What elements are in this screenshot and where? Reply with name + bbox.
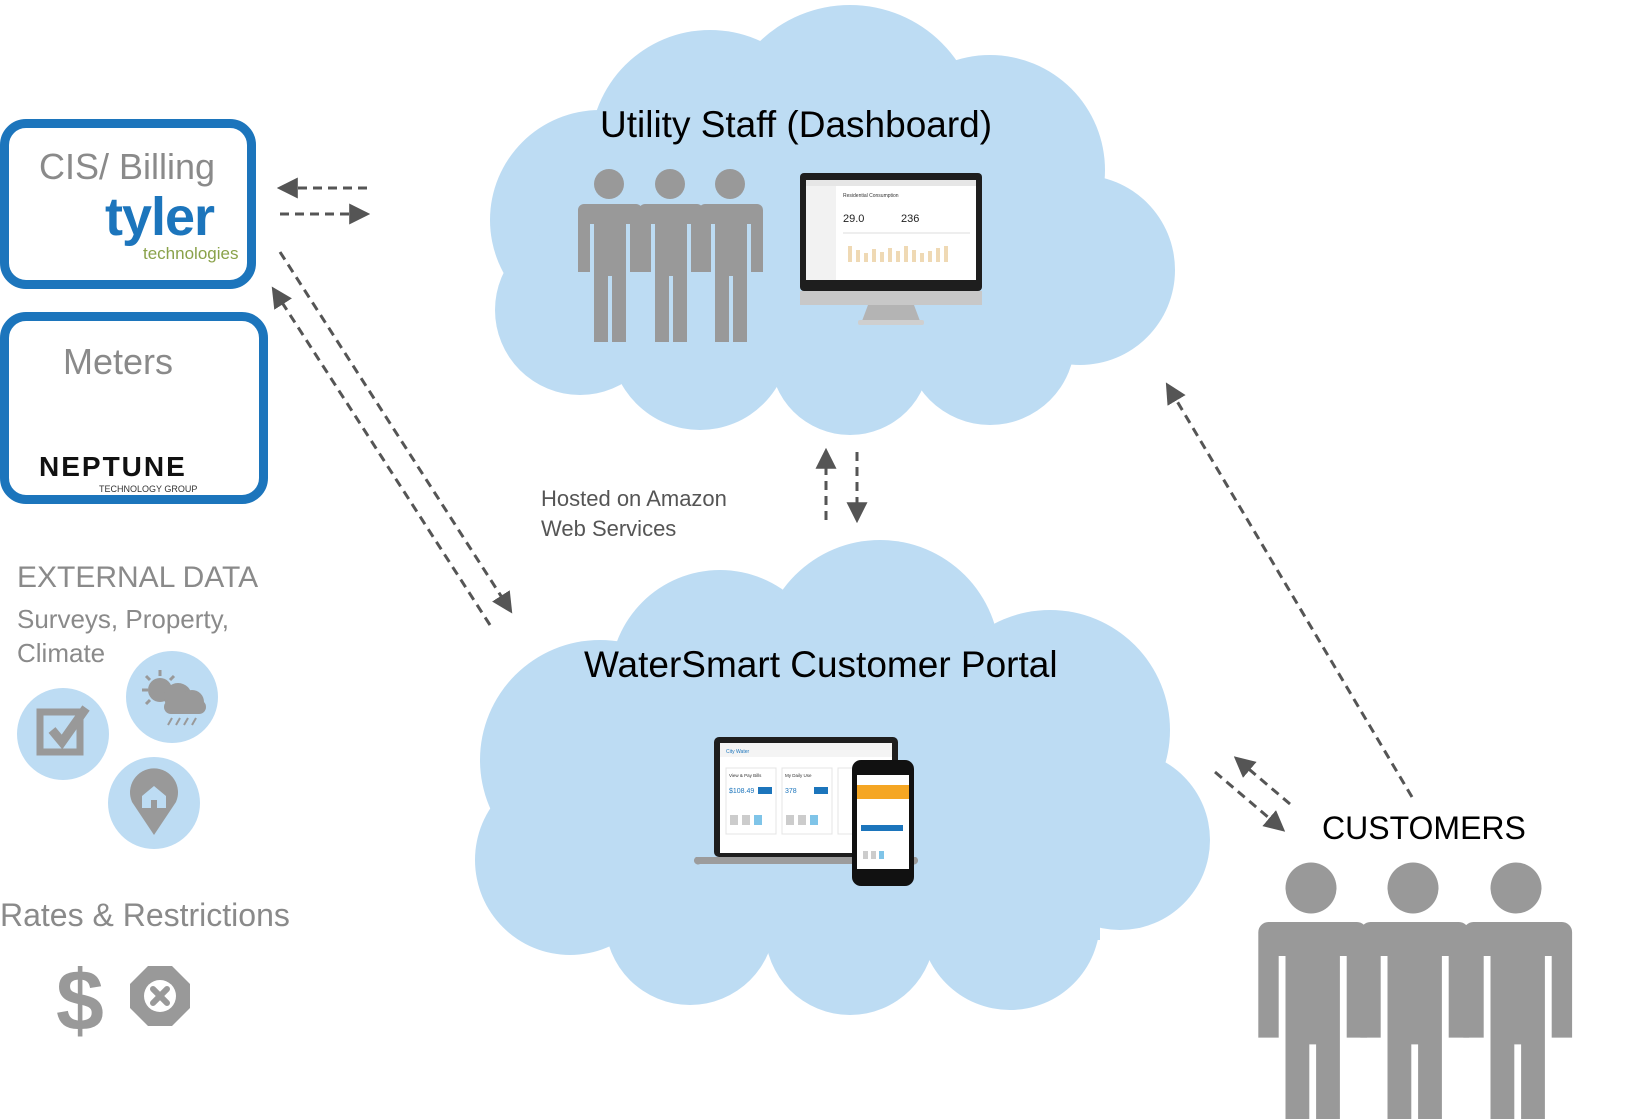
dashboard-mini-chart <box>848 246 948 262</box>
cis-billing-box: CIS/ Billing tyler technologies <box>0 119 256 289</box>
arrow-to-portal <box>278 251 513 614</box>
portal-cloud <box>475 540 1210 1015</box>
hosting-note-line-1: Hosted on Amazon <box>541 486 727 511</box>
checkbox-survey-icon <box>17 688 109 780</box>
arrow-portal-to-customers <box>1214 770 1286 832</box>
meters-title: Meters <box>63 341 174 382</box>
portal-brand: City Water <box>726 749 749 755</box>
arrow-customers-to-dashboard <box>1165 382 1414 798</box>
dashboard-monitor: Residential Consumption 29.0 236 <box>800 173 982 325</box>
portal-card-1: View & Pay Bills <box>729 773 762 778</box>
dollar-icon: $ <box>56 953 104 1049</box>
external-data-line-2: Climate <box>17 638 106 668</box>
arrows <box>271 177 1414 832</box>
tyler-logo-word: tyler <box>105 187 215 247</box>
tyler-logo-sub: technologies <box>143 244 239 263</box>
customers-people-icon <box>1258 862 1573 1119</box>
arrow-customers-to-portal <box>1233 756 1291 806</box>
restriction-stop-icon <box>130 966 190 1026</box>
portal-devices: City Water View & Pay Bills My Daily Use… <box>693 737 919 886</box>
portal-cloud-title: WaterSmart Customer Portal <box>584 644 1058 685</box>
dashboard-screen-header: Residential Consumption <box>843 193 899 199</box>
customers-label: CUSTOMERS <box>1322 810 1526 846</box>
neptune-logo-sub: TECHNOLOGY GROUP <box>99 484 198 494</box>
rates-restrictions-title: Rates & Restrictions <box>0 897 290 933</box>
dashboard-stat-2: 236 <box>901 213 919 225</box>
external-data-title: EXTERNAL DATA <box>17 561 259 594</box>
weather-icon <box>126 651 218 743</box>
portal-card-2: My Daily Use <box>785 773 812 778</box>
dashboard-cloud-title: Utility Staff (Dashboard) <box>600 104 993 145</box>
portal-usage: 378 <box>785 788 797 795</box>
cis-billing-title: CIS/ Billing <box>39 146 216 187</box>
arrow-from-portal <box>271 286 492 626</box>
hosting-note-line-2: Web Services <box>541 516 677 541</box>
neptune-logo-word: NEPTUNE <box>39 451 187 482</box>
external-data-line-1: Surveys, Property, <box>17 604 229 634</box>
portal-amount: $108.49 <box>729 788 754 795</box>
meters-box: Meters NEPTUNE TECHNOLOGY GROUP <box>0 312 268 504</box>
home-location-icon <box>108 757 200 849</box>
dashboard-stat-1: 29.0 <box>843 213 864 225</box>
